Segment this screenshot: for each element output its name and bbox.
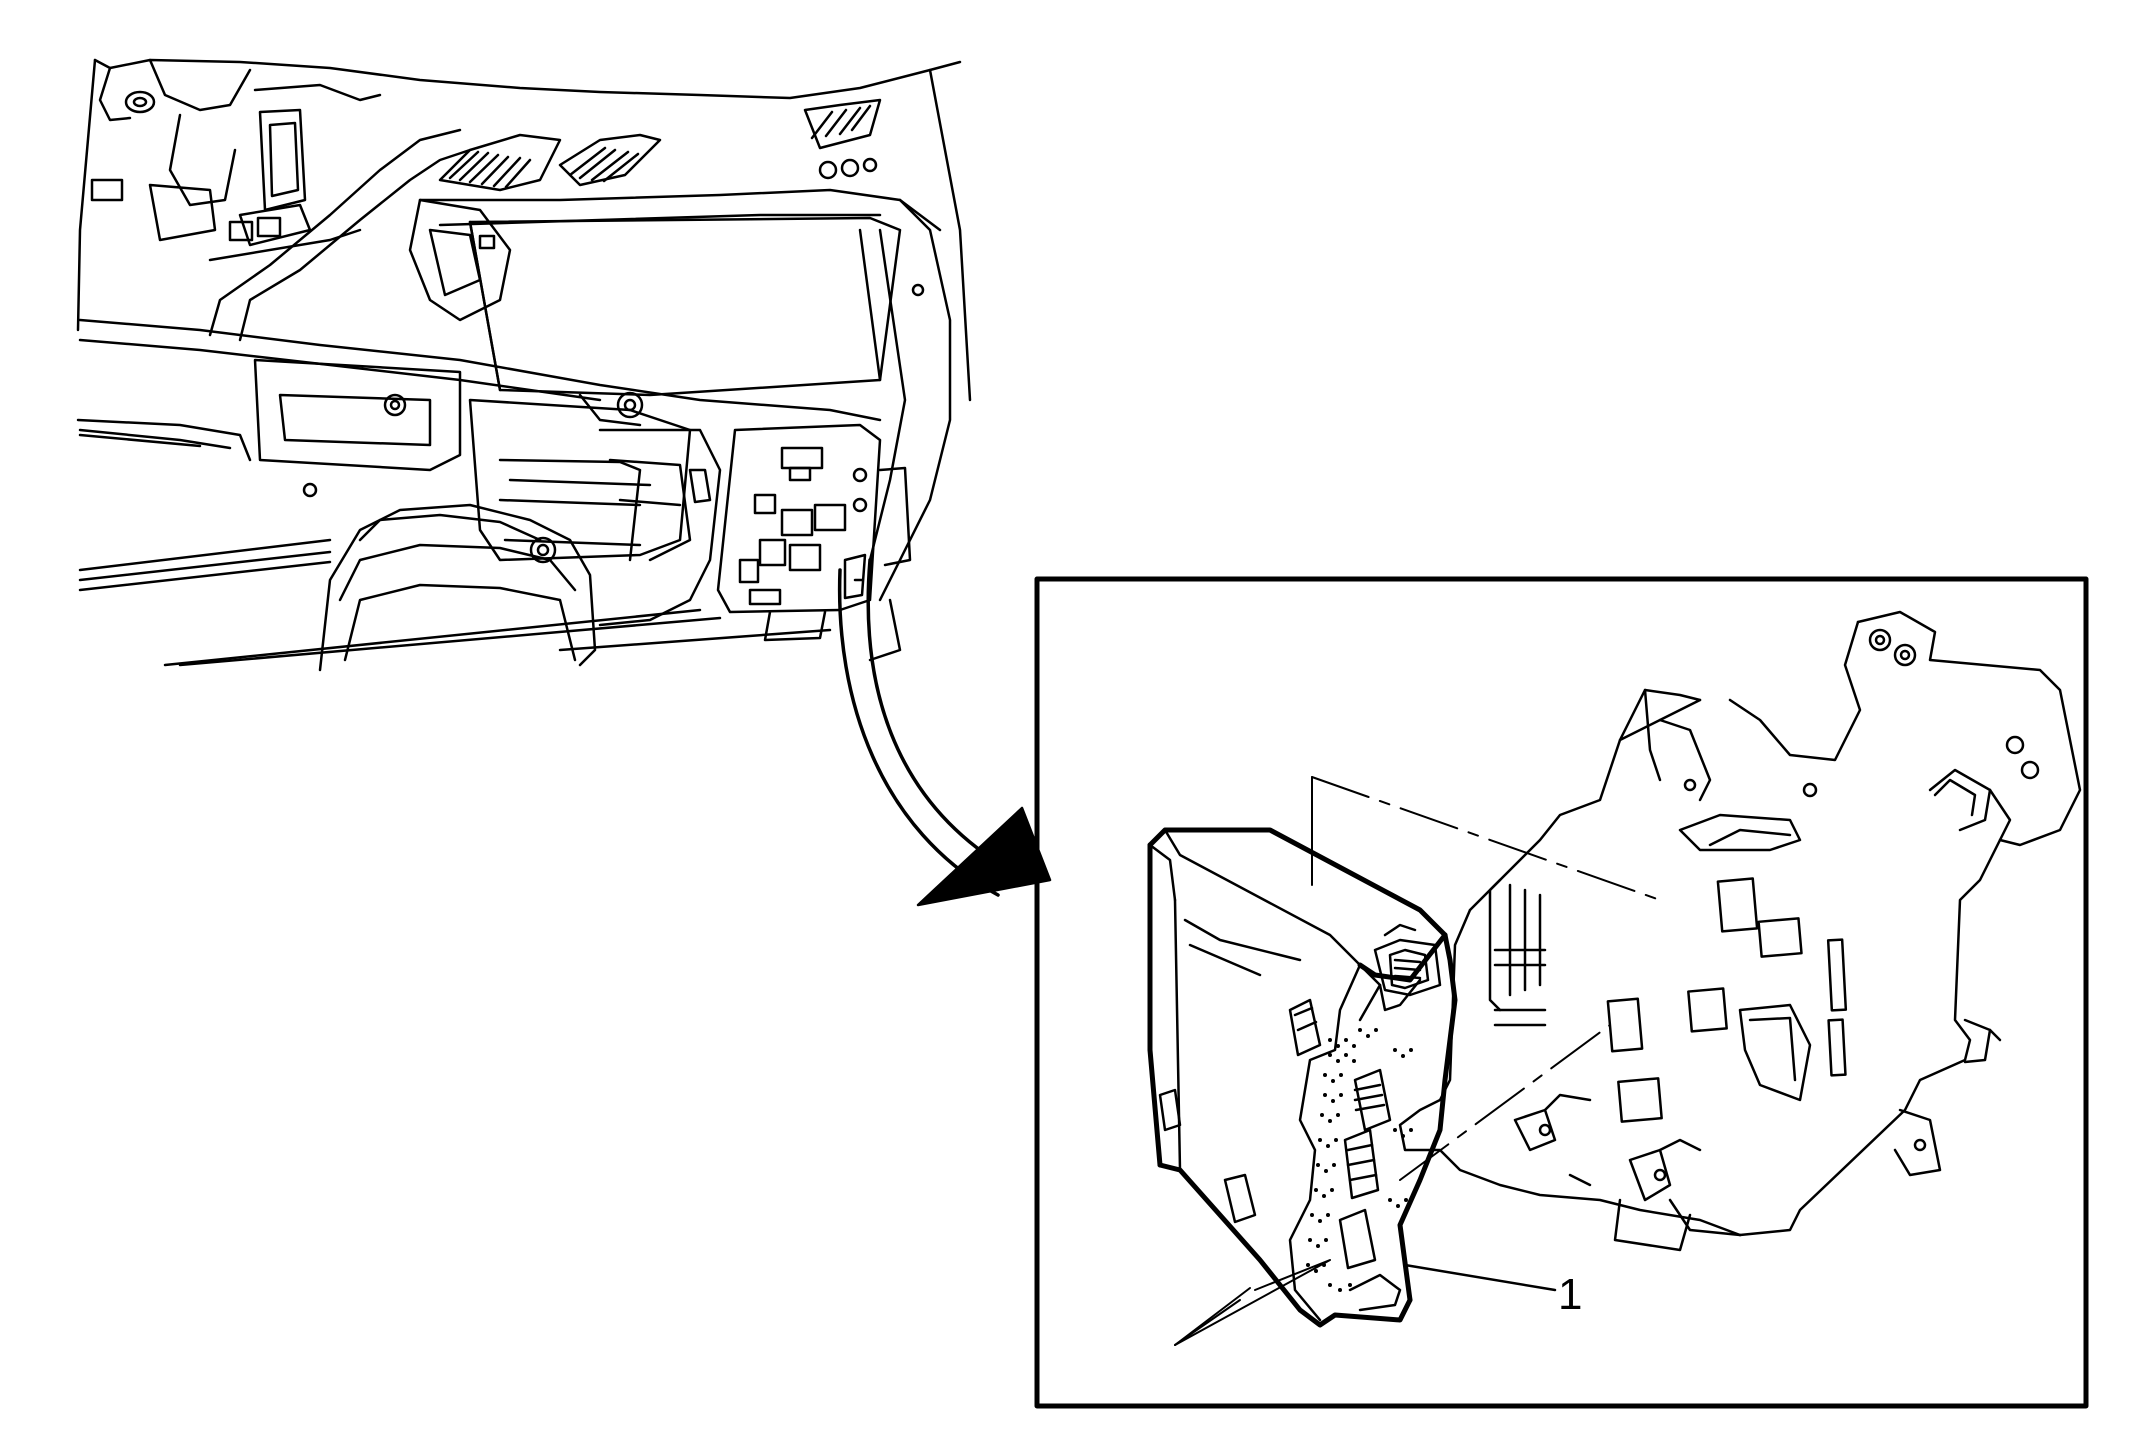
arrow-head xyxy=(918,808,1050,905)
body-control-module xyxy=(1150,830,1455,1325)
dashboard-overview xyxy=(78,60,970,670)
callout-1-leader xyxy=(1405,1265,1555,1290)
callout-1-label: 1 xyxy=(1558,1270,1583,1319)
installed-module-location xyxy=(718,425,880,612)
dash-top-edge xyxy=(95,60,960,98)
left-air-vent xyxy=(440,135,560,190)
alignment-lines xyxy=(1175,777,1660,1345)
detail-view-frame xyxy=(1037,579,2086,1406)
floor-tunnel xyxy=(320,505,595,670)
glovebox-door xyxy=(470,218,900,395)
connector-pin-field xyxy=(1306,1028,1413,1292)
right-air-vent xyxy=(805,100,880,148)
center-air-vent xyxy=(560,135,660,185)
mounting-bracket xyxy=(1400,612,2080,1250)
zoom-direction-arrow xyxy=(840,560,1050,905)
